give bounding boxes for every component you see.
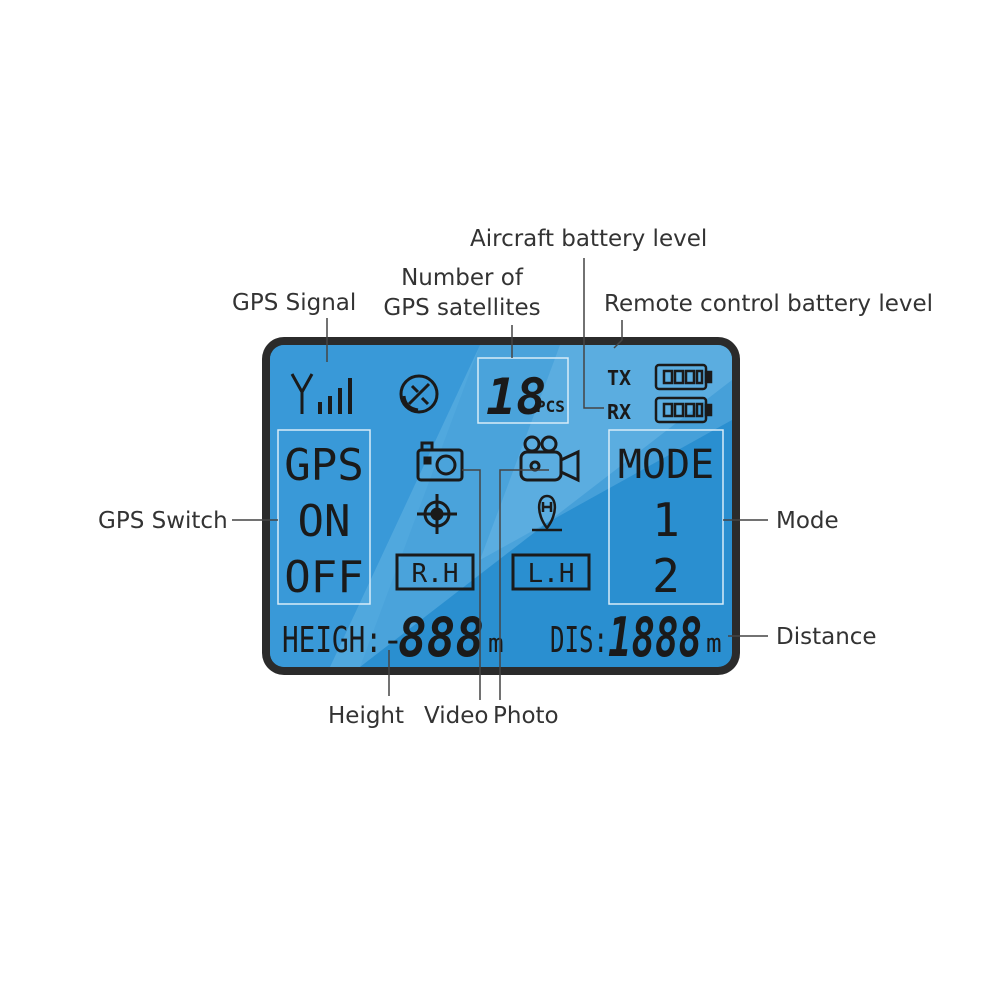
callout-aircraft-battery: Aircraft battery level (470, 226, 708, 252)
height-label: HEIGH: (282, 620, 382, 661)
satellite-count-digits: 18 (486, 368, 546, 426)
gps-word: GPS (284, 440, 363, 491)
callout-remote-battery: Remote control battery level (604, 291, 934, 317)
height-sign: - (382, 620, 404, 661)
tx-label: TX (607, 366, 631, 390)
height-unit: m (488, 629, 504, 659)
callout-height: Height (328, 703, 405, 729)
leader-remote-battery (613, 320, 623, 349)
signal-icon (290, 373, 352, 414)
leader-lines (232, 258, 768, 700)
lh-label: L.H (528, 559, 575, 589)
mode-box (608, 429, 724, 605)
tx-battery-icon (654, 363, 713, 391)
leader-video (462, 469, 481, 700)
lh-box (511, 553, 591, 591)
dis-unit: m (706, 629, 722, 659)
height-digits: 888 (398, 606, 484, 669)
satellite-count-box (477, 357, 569, 424)
callout-photo: Photo (493, 703, 559, 729)
callout-distance: Distance (776, 624, 877, 650)
home-point-icon (532, 494, 562, 532)
rx-battery-icon (654, 396, 713, 424)
dis-label: DIS: (550, 620, 608, 661)
mode-2: 2 (652, 549, 680, 603)
callout-mode: Mode (776, 508, 839, 534)
callout-satellites: Number of GPS satellites (382, 264, 542, 324)
on-word: ON (298, 496, 351, 547)
rh-box (395, 553, 475, 591)
leader-aircraft-battery (583, 258, 604, 409)
mode-word: MODE (618, 442, 714, 488)
compass-icon (417, 494, 457, 534)
camera-icon (416, 441, 464, 482)
callout-satellites-line1: Number of (401, 265, 523, 291)
pcs-unit: PCS (536, 397, 565, 416)
mode-1: 1 (652, 493, 680, 547)
lcd-screen (270, 345, 732, 667)
callout-satellites-line2: GPS satellites (383, 294, 541, 321)
rx-label: RX (607, 400, 631, 424)
callout-video: Video (424, 703, 489, 729)
off-word: OFF (284, 552, 363, 603)
callout-gps-signal: GPS Signal (232, 290, 357, 316)
rh-label: R.H (412, 559, 459, 589)
leader-photo (499, 469, 549, 700)
callout-gps-switch: GPS Switch (98, 508, 228, 534)
gps-switch-box (277, 429, 371, 605)
satellite-icon (399, 374, 439, 414)
video-camera-icon (519, 435, 580, 483)
dis-digits: 1888 (608, 606, 702, 669)
